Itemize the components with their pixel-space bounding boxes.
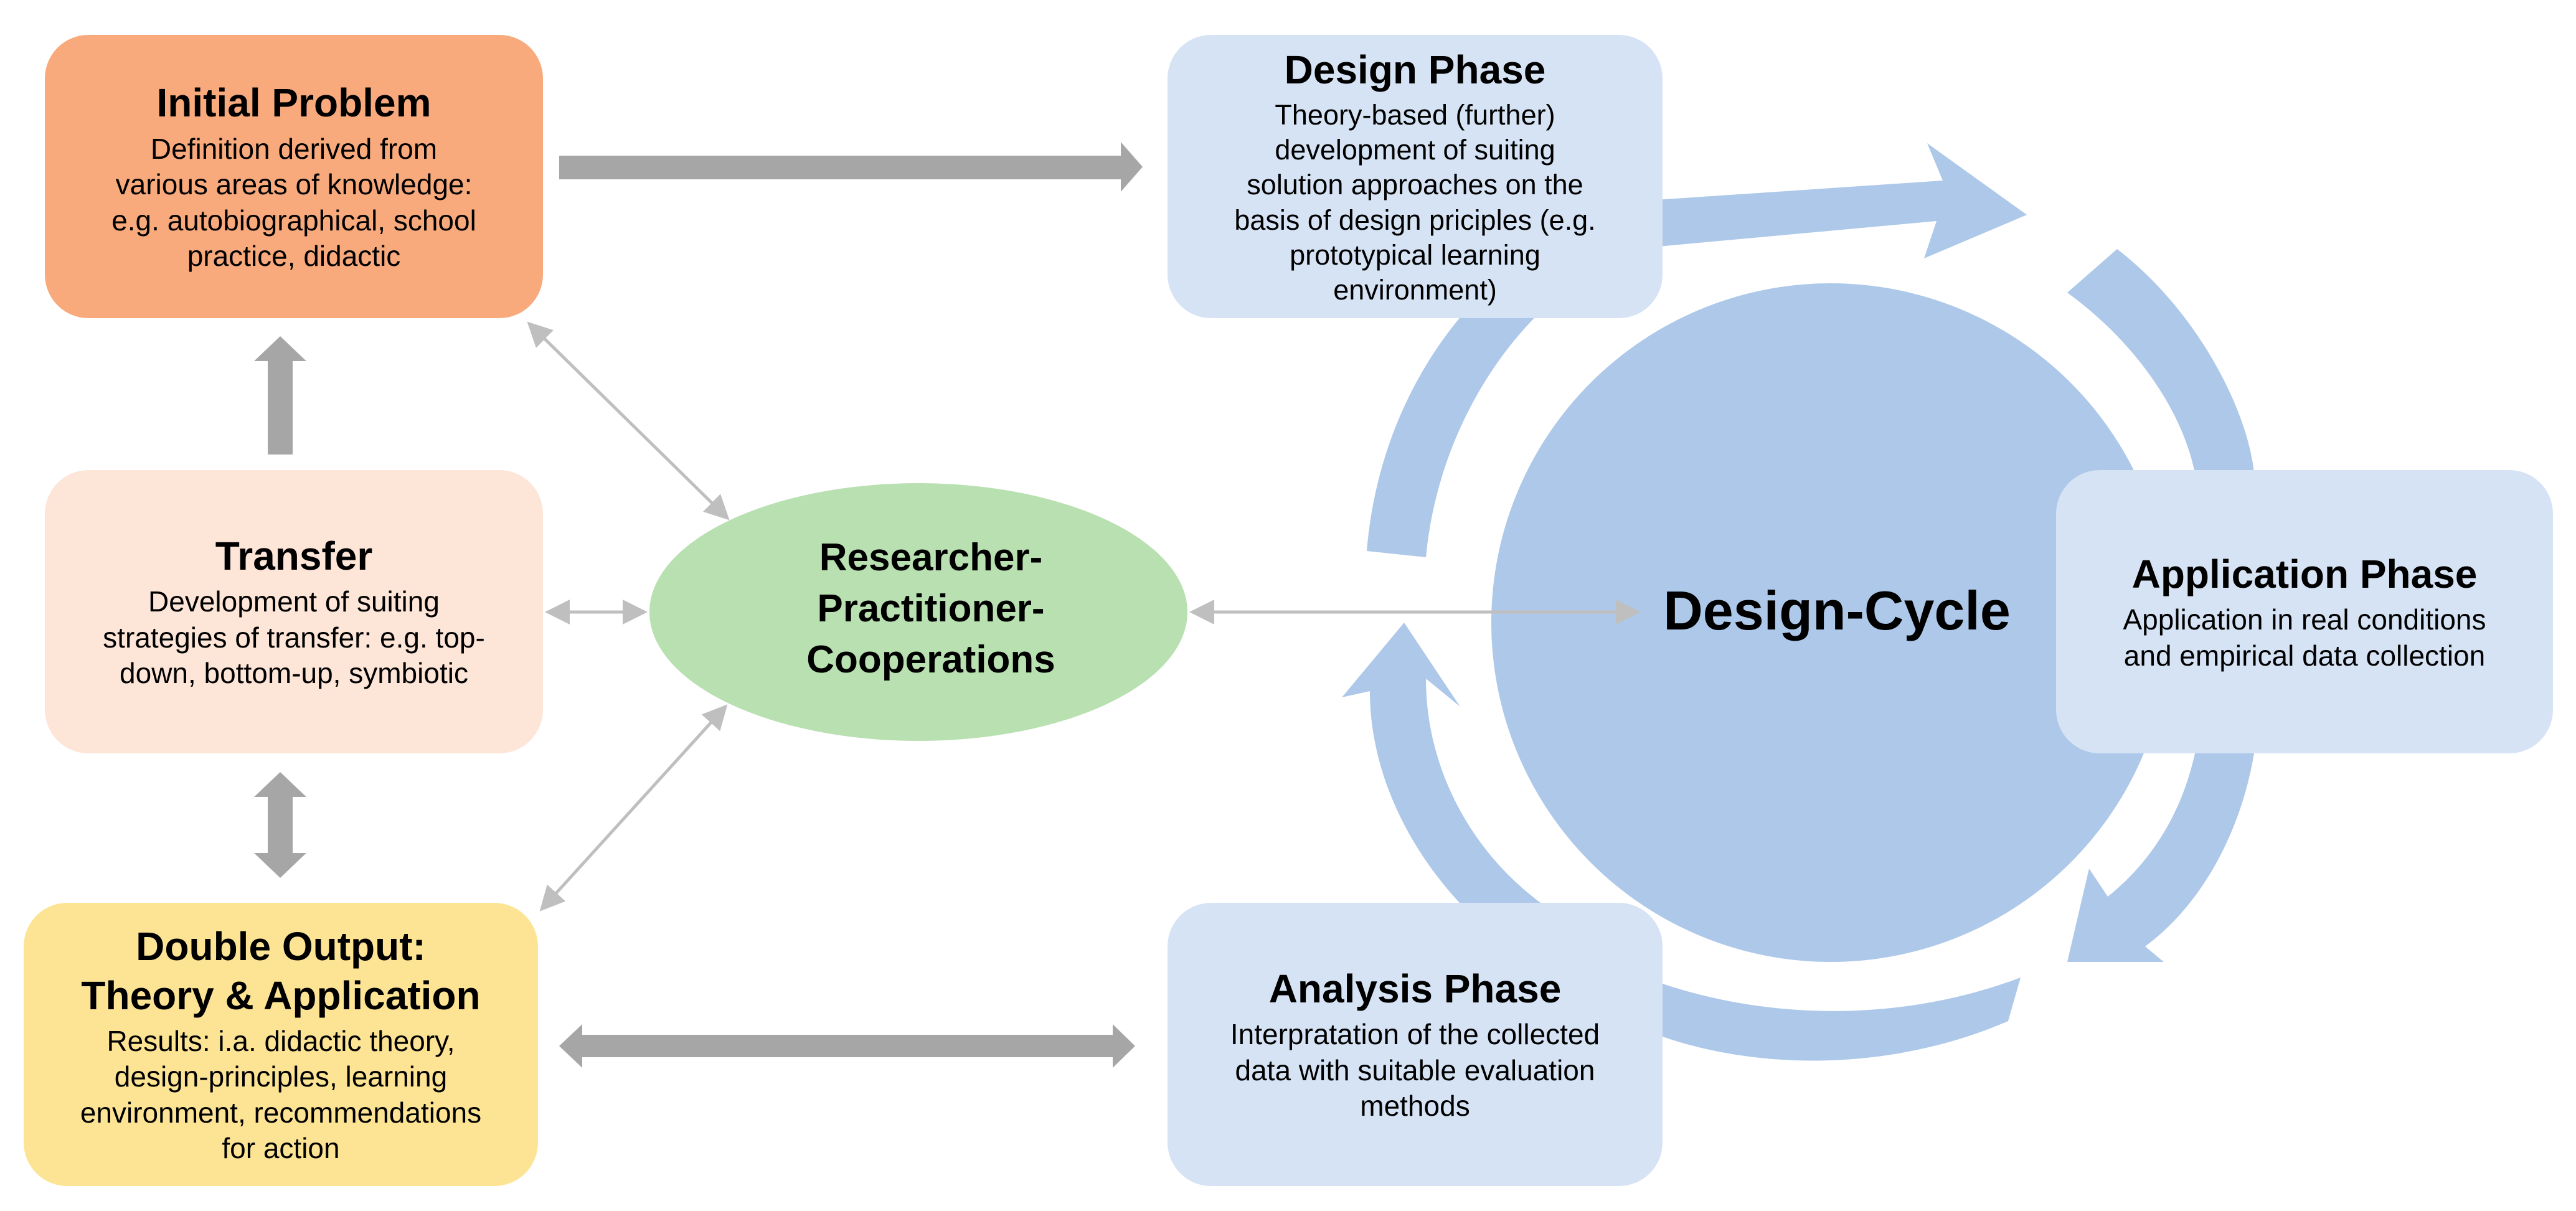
design-phase-description: Theory-based (further) development of su… (1234, 98, 1596, 306)
transfer-box: Transfer Development of suiting strategi… (45, 470, 543, 753)
cycle-arc-arrows (1342, 143, 2254, 1061)
analysis-phase-box: Analysis Phase Interpratation of the col… (1168, 903, 1663, 1186)
initial-problem-description: Definition derived from various areas of… (111, 132, 476, 273)
arrow-initial-to-design (559, 142, 1143, 192)
cycle-arrow-right-lower (2067, 753, 2254, 962)
double-output-title: Double Output: Theory & Application (81, 924, 481, 1018)
arrow-transfer-to-initial (254, 336, 306, 455)
initial-problem-box: Initial Problem Definition derived from … (45, 35, 543, 318)
initial-problem-title: Initial Problem (156, 80, 432, 126)
analysis-phase-title: Analysis Phase (1268, 966, 1562, 1012)
cycle-arrow-bottom (1663, 978, 2021, 1061)
application-phase-title: Application Phase (2131, 551, 2478, 596)
transfer-title: Transfer (215, 534, 373, 579)
thin-arrow-double-coop (539, 704, 728, 912)
design-cycle-label: Design-Cycle (1663, 580, 2011, 641)
arrow-double-analysis (559, 1024, 1135, 1068)
cycle-arrow-top (1367, 143, 2027, 557)
design-phase-box: Design Phase Theory-based (further) deve… (1168, 35, 1663, 318)
cycle-arrow-right (2067, 249, 2254, 473)
cycle-arrow-left (1342, 623, 1569, 974)
application-phase-box: Application Phase Application in real co… (2056, 470, 2553, 753)
thin-arrow-initial-coop (527, 321, 730, 521)
arrow-transfer-double (254, 772, 306, 878)
double-output-box: Double Output: Theory & Application Resu… (24, 903, 538, 1186)
cooperation-ellipse (649, 483, 1187, 741)
analysis-phase-description: Interpratation of the collected data wit… (1230, 1018, 1600, 1123)
design-phase-title: Design Phase (1284, 47, 1546, 92)
thick-arrows (254, 142, 1143, 1068)
cooperation-label: Researcher- Practitioner- Cooperations (806, 536, 1055, 681)
transfer-description: Development of suiting strategies of tra… (103, 585, 485, 690)
design-cycle-circle (1491, 283, 2170, 962)
application-phase-description: Application in real conditions and empir… (2123, 603, 2486, 672)
double-output-description: Results: i.a. didactic theory, design-pr… (80, 1024, 482, 1165)
thin-arrows (527, 321, 1641, 912)
